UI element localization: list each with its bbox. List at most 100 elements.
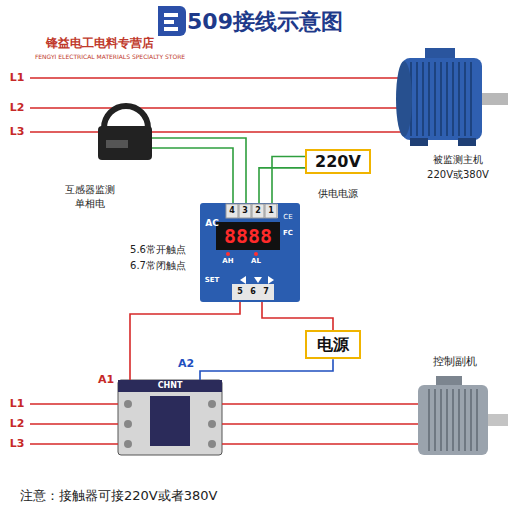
main-motor-part bbox=[482, 93, 508, 105]
phase-wires-bottom-part bbox=[222, 443, 420, 445]
shop-logo-part bbox=[164, 13, 178, 17]
node-text: AL bbox=[251, 257, 261, 265]
secondary-motor-part bbox=[436, 376, 462, 386]
transformer-leads-part bbox=[152, 148, 233, 203]
supply-box: 220V bbox=[305, 149, 371, 174]
label: L2 bbox=[10, 418, 25, 431]
node-text: AC bbox=[205, 218, 219, 228]
contactor-part bbox=[124, 420, 132, 428]
secondary-motor bbox=[418, 376, 508, 455]
label: 5 bbox=[237, 287, 243, 296]
label: 7 bbox=[263, 287, 269, 296]
label: FENGYI ELECTRICAL MATERIALS SPECIALTY ST… bbox=[35, 54, 185, 61]
relay-body-part bbox=[265, 204, 277, 218]
contactor-part bbox=[208, 440, 216, 448]
shop-logo bbox=[158, 6, 186, 36]
label: L1 bbox=[10, 72, 25, 85]
phase-wires-bottom-part bbox=[222, 403, 420, 405]
phase-wires-top-part bbox=[30, 131, 404, 133]
wire bbox=[130, 302, 240, 380]
wire bbox=[262, 302, 333, 330]
label: 2 bbox=[255, 206, 261, 215]
label: 注意：接触器可接220V或者380V bbox=[20, 489, 217, 504]
node-text: 220V bbox=[315, 152, 361, 171]
phase-wires-bottom-part bbox=[30, 403, 118, 405]
contactor-part bbox=[150, 396, 190, 446]
label: 220V或380V bbox=[427, 169, 489, 181]
label: 互感器监测 bbox=[65, 184, 115, 196]
label: 被监测主机 bbox=[433, 154, 483, 166]
current-transformer-part bbox=[104, 106, 148, 128]
phase-wires-top bbox=[30, 78, 404, 132]
secondary-motor-part bbox=[424, 389, 482, 451]
shop-logo-part bbox=[164, 20, 174, 24]
wire bbox=[272, 157, 305, 203]
contactor-part bbox=[118, 380, 222, 455]
label: 4 bbox=[229, 206, 235, 215]
label: 5.6常开触点 bbox=[130, 244, 186, 256]
label: A1 bbox=[98, 374, 114, 387]
node-text: SET bbox=[205, 276, 220, 284]
label: A2 bbox=[178, 358, 194, 371]
phase-wires-bottom-part bbox=[222, 423, 420, 425]
phase-wires-top-part bbox=[30, 107, 404, 109]
relay-body-part bbox=[240, 276, 246, 284]
label: 6 bbox=[250, 287, 256, 296]
label: 1 bbox=[268, 206, 274, 215]
node-text: AH bbox=[222, 257, 233, 265]
phase-wires-bottom-part bbox=[30, 443, 118, 445]
main-motor-part bbox=[410, 138, 428, 146]
node-text: CE bbox=[283, 213, 292, 221]
relay-body-part bbox=[216, 222, 280, 250]
contactor-box: CHNT bbox=[118, 380, 222, 455]
main-motor-part bbox=[402, 58, 482, 140]
power-box: 电源 bbox=[305, 330, 361, 359]
relay-body-part bbox=[252, 204, 264, 218]
wire bbox=[200, 359, 333, 380]
label: 控制副机 bbox=[433, 356, 477, 369]
current-transformer-part bbox=[98, 126, 152, 160]
current-transformer bbox=[98, 106, 152, 160]
contactor bbox=[118, 380, 222, 455]
node-text: 电源 bbox=[317, 335, 349, 354]
relay-body-part bbox=[254, 252, 258, 256]
shop-logo-part bbox=[164, 27, 178, 31]
relay-body-part bbox=[226, 252, 230, 256]
node-text: CHNT bbox=[158, 381, 183, 390]
phase-wires-bottom bbox=[30, 404, 420, 444]
label: 3 bbox=[242, 206, 248, 215]
relay-body-part bbox=[226, 204, 278, 218]
secondary-motor-part bbox=[488, 414, 508, 426]
relay-body-part bbox=[268, 276, 274, 284]
label: 8888 bbox=[224, 225, 272, 248]
secondary-motor-part bbox=[418, 385, 488, 455]
relay-body-part bbox=[200, 203, 300, 302]
contactor-part bbox=[208, 420, 216, 428]
relay-body-part bbox=[226, 204, 238, 218]
relay-body-part bbox=[254, 277, 262, 283]
title: 509接线示意图 bbox=[187, 9, 343, 34]
relay-body-part bbox=[239, 204, 251, 218]
label: 供电电源 bbox=[318, 188, 358, 200]
main-motor-part bbox=[410, 62, 474, 136]
wire bbox=[259, 168, 305, 203]
node-text: FC bbox=[283, 229, 293, 237]
transformer-leads-part bbox=[152, 138, 246, 203]
shop-logo-part bbox=[158, 6, 186, 36]
phase-wires-top-part bbox=[30, 77, 404, 79]
label: L2 bbox=[10, 102, 25, 115]
main-motor-part bbox=[396, 61, 412, 137]
label: L1 bbox=[10, 398, 25, 411]
label: 锋益电工电料专营店 bbox=[46, 37, 154, 51]
label: 单相电 bbox=[75, 198, 105, 210]
relay-body-part bbox=[232, 284, 274, 300]
label: 6.7常闭触点 bbox=[130, 260, 186, 272]
contactor-part bbox=[208, 400, 216, 408]
label: L3 bbox=[10, 126, 25, 139]
main-motor-part bbox=[458, 138, 476, 146]
contactor-part bbox=[118, 380, 222, 392]
main-motor bbox=[396, 48, 508, 146]
phase-wires-bottom-part bbox=[30, 423, 118, 425]
relay-device: AC CE FC AH AL SET bbox=[200, 203, 300, 302]
